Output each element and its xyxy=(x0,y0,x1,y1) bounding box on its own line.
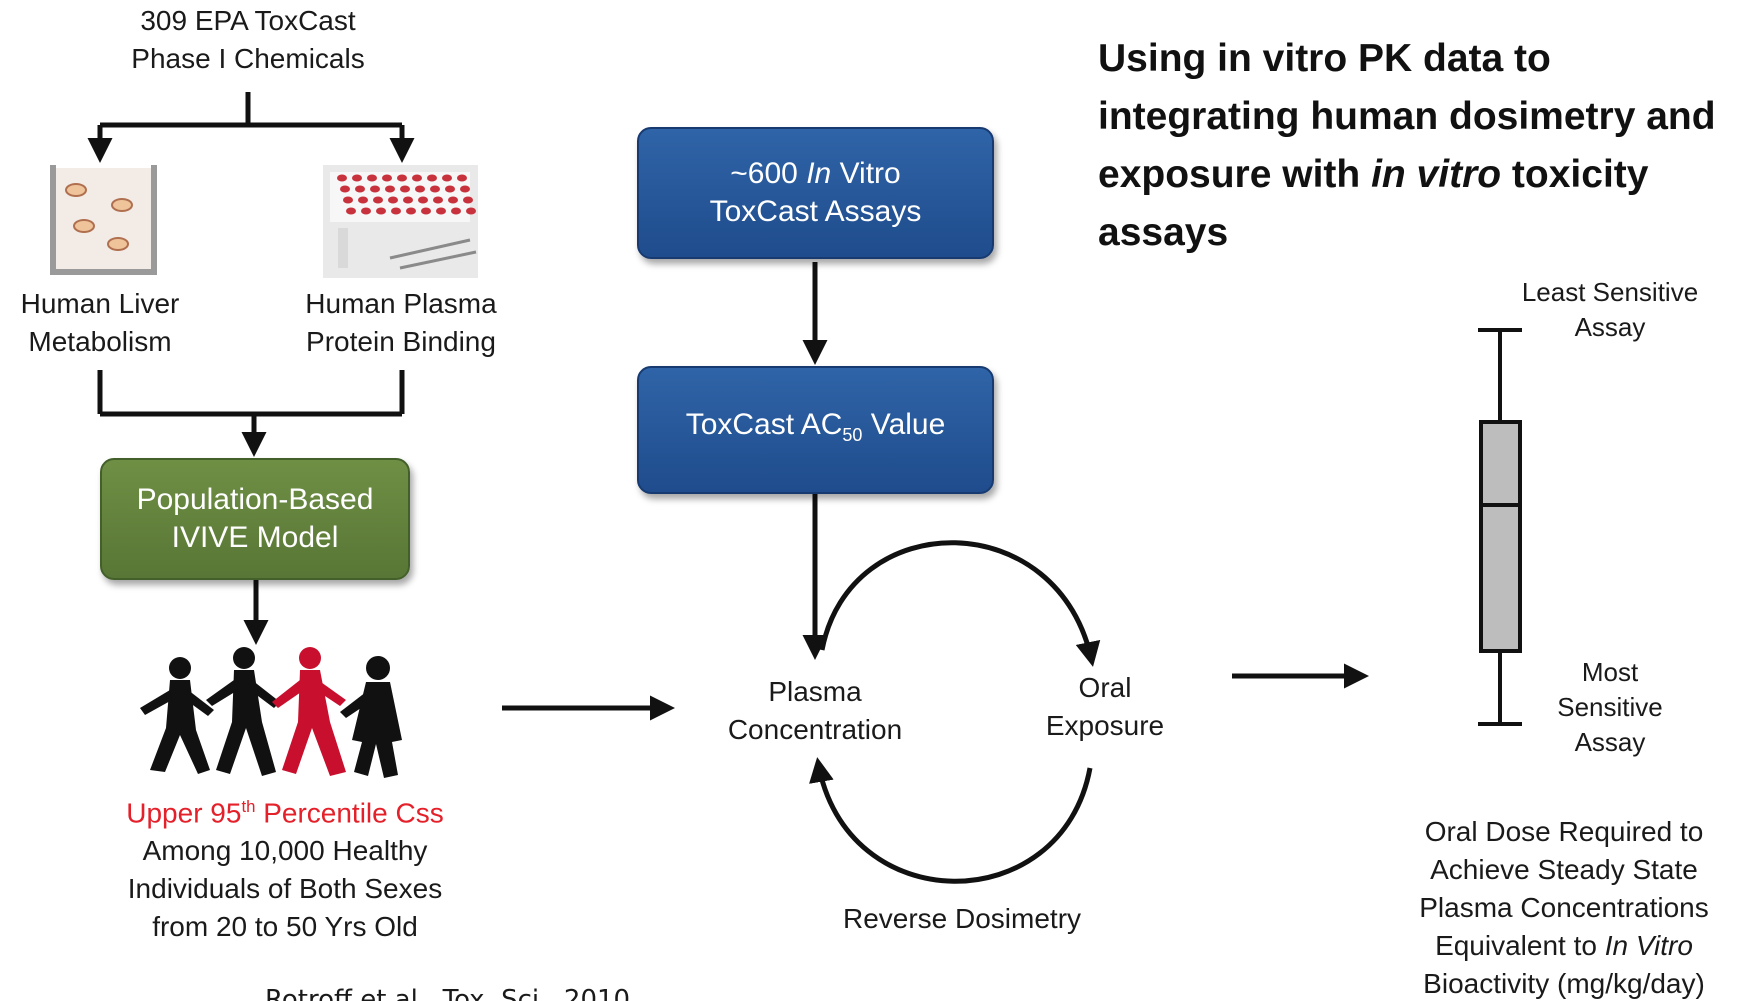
plate-well xyxy=(382,174,392,182)
plate-well xyxy=(373,196,383,204)
plate-well xyxy=(355,185,365,193)
plate-well xyxy=(463,196,473,204)
population-caption: Upper 95th Percentile Css Among 10,000 H… xyxy=(90,788,480,946)
plate-well xyxy=(442,174,452,182)
oral-exposure-label: Oral Exposure xyxy=(1045,672,1165,741)
plate-well xyxy=(415,185,425,193)
chemicals-label: 309 EPA ToxCast Phase I Chemicals xyxy=(131,5,365,74)
plate-well xyxy=(367,174,377,182)
headline: Using in vitro PK data to integrating hu… xyxy=(1098,37,1716,254)
liver-dish-icon xyxy=(50,165,157,275)
oral-dose-caption: Oral Dose Required to Achieve Steady Sta… xyxy=(1419,816,1709,999)
plasma-concentration-label: Plasma Concentration xyxy=(727,676,903,745)
plate-well xyxy=(448,196,458,204)
plasma-to-oral-arc xyxy=(819,540,1101,667)
plate-well xyxy=(340,185,350,193)
plate-well xyxy=(421,207,431,215)
least-sensitive-label: Least Sensitive Assay xyxy=(1521,277,1699,342)
plate-well xyxy=(358,196,368,204)
plate-well xyxy=(388,196,398,204)
plasma-binding-label: Human Plasma Protein Binding xyxy=(305,288,497,357)
plate-well xyxy=(427,174,437,182)
plate-well xyxy=(445,185,455,193)
citation: Rotroff et al., Tox. Sci., 2010 xyxy=(265,985,631,1001)
plasma-plate-icon xyxy=(323,165,478,278)
ac50-value-box: ToxCast AC50 Value xyxy=(637,366,994,494)
plate-well xyxy=(436,207,446,215)
plate-well xyxy=(403,196,413,204)
plate-well xyxy=(430,185,440,193)
plate-well xyxy=(337,174,347,182)
most-sensitive-label: Most Sensitive Assay xyxy=(1557,657,1663,757)
plate-well xyxy=(361,207,371,215)
plate-well xyxy=(412,174,422,182)
plate-well xyxy=(451,207,461,215)
plate-well xyxy=(397,174,407,182)
merge-connector xyxy=(97,370,405,457)
chemicals-split-connector xyxy=(87,92,415,163)
percentile-css-label: Upper 95th Percentile Css xyxy=(126,797,444,829)
plate-well xyxy=(418,196,428,204)
plate-well xyxy=(400,185,410,193)
plate-well xyxy=(385,185,395,193)
plate-well xyxy=(343,196,353,204)
reverse-dosimetry-label: Reverse Dosimetry xyxy=(842,903,1082,934)
plate-well xyxy=(457,174,467,182)
plate-well xyxy=(370,185,380,193)
liver-metabolism-label: Human Liver Metabolism xyxy=(20,288,180,357)
plate-well xyxy=(346,207,356,215)
plate-well xyxy=(352,174,362,182)
plate-well xyxy=(460,185,470,193)
plate-well xyxy=(466,207,476,215)
plate-well xyxy=(433,196,443,204)
plate-well xyxy=(406,207,416,215)
oral-to-plasma-arc xyxy=(809,757,1093,884)
box-plot xyxy=(1478,328,1522,726)
plate-well xyxy=(376,207,386,215)
plate-well xyxy=(391,207,401,215)
